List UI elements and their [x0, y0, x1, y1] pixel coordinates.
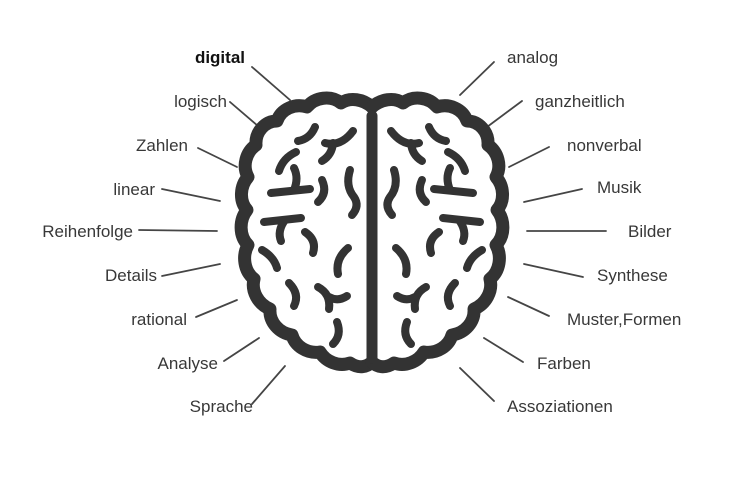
label-nonverbal: nonverbal — [567, 136, 642, 155]
brain-outline — [234, 91, 379, 374]
brain-branch — [258, 246, 281, 272]
brain-branch — [294, 123, 319, 145]
brain-branch — [285, 279, 301, 310]
label-bilder: Bilder — [628, 222, 672, 241]
brain-branches — [258, 123, 361, 348]
brain-branch — [333, 244, 352, 278]
connector-lines-right — [459, 61, 607, 402]
connector-line-rational — [195, 299, 238, 318]
connector-line-logisch — [229, 101, 259, 127]
connector-line-analog — [459, 61, 495, 96]
connector-line-assoziationen — [459, 367, 495, 402]
labels-left: digital logisch Zahlen linear Reihenfolg… — [42, 48, 253, 416]
labels-right: analog ganzheitlich nonverbal Musik Bild… — [507, 48, 681, 416]
label-linear: linear — [113, 180, 155, 199]
connector-line-musik — [523, 188, 583, 203]
brain-branch — [325, 292, 351, 304]
label-logisch: logisch — [174, 92, 227, 111]
label-muster-formen: Muster,Formen — [567, 310, 681, 329]
label-rational: rational — [131, 310, 187, 329]
brain-right-hemisphere — [372, 98, 503, 367]
brain-branch — [275, 216, 289, 245]
brain-branch — [290, 164, 301, 194]
label-details: Details — [105, 266, 157, 285]
brain-top-view-icon — [234, 91, 503, 374]
label-farben: Farben — [537, 354, 591, 373]
connector-line-ganzheitlich — [486, 100, 523, 128]
connector-line-sprache — [251, 365, 286, 405]
brain-branch — [329, 318, 343, 348]
label-reihenfolge: Reihenfolge — [42, 222, 133, 241]
connector-line-reihenfolge — [138, 229, 218, 232]
label-synthese: Synthese — [597, 266, 668, 285]
brain-branch — [344, 166, 361, 219]
connector-line-details — [161, 263, 221, 277]
label-assoziationen: Assoziationen — [507, 397, 613, 416]
connector-line-muster-formen — [507, 296, 550, 317]
connector-line-analyse — [223, 337, 260, 362]
connector-line-nonverbal — [508, 146, 550, 168]
connector-line-synthese — [523, 263, 584, 278]
label-zahlen: Zahlen — [136, 136, 188, 155]
brain-left-hemisphere — [234, 91, 379, 374]
label-ganzheitlich: ganzheitlich — [535, 92, 625, 111]
label-analog: analog — [507, 48, 558, 67]
brain-branch — [301, 228, 318, 257]
brain-branch — [314, 176, 329, 206]
connector-line-digital — [251, 66, 291, 101]
label-digital: digital — [195, 48, 245, 67]
label-musik: Musik — [597, 178, 642, 197]
connector-line-farben — [483, 337, 524, 363]
connector-line-linear — [161, 188, 221, 202]
connector-line-zahlen — [197, 147, 238, 168]
brain-branch — [318, 139, 337, 165]
label-sprache: Sprache — [190, 397, 253, 416]
brain-branch — [321, 127, 357, 148]
label-analyse: Analyse — [158, 354, 218, 373]
connector-lines-left — [138, 66, 291, 405]
brain-branch — [275, 148, 300, 175]
